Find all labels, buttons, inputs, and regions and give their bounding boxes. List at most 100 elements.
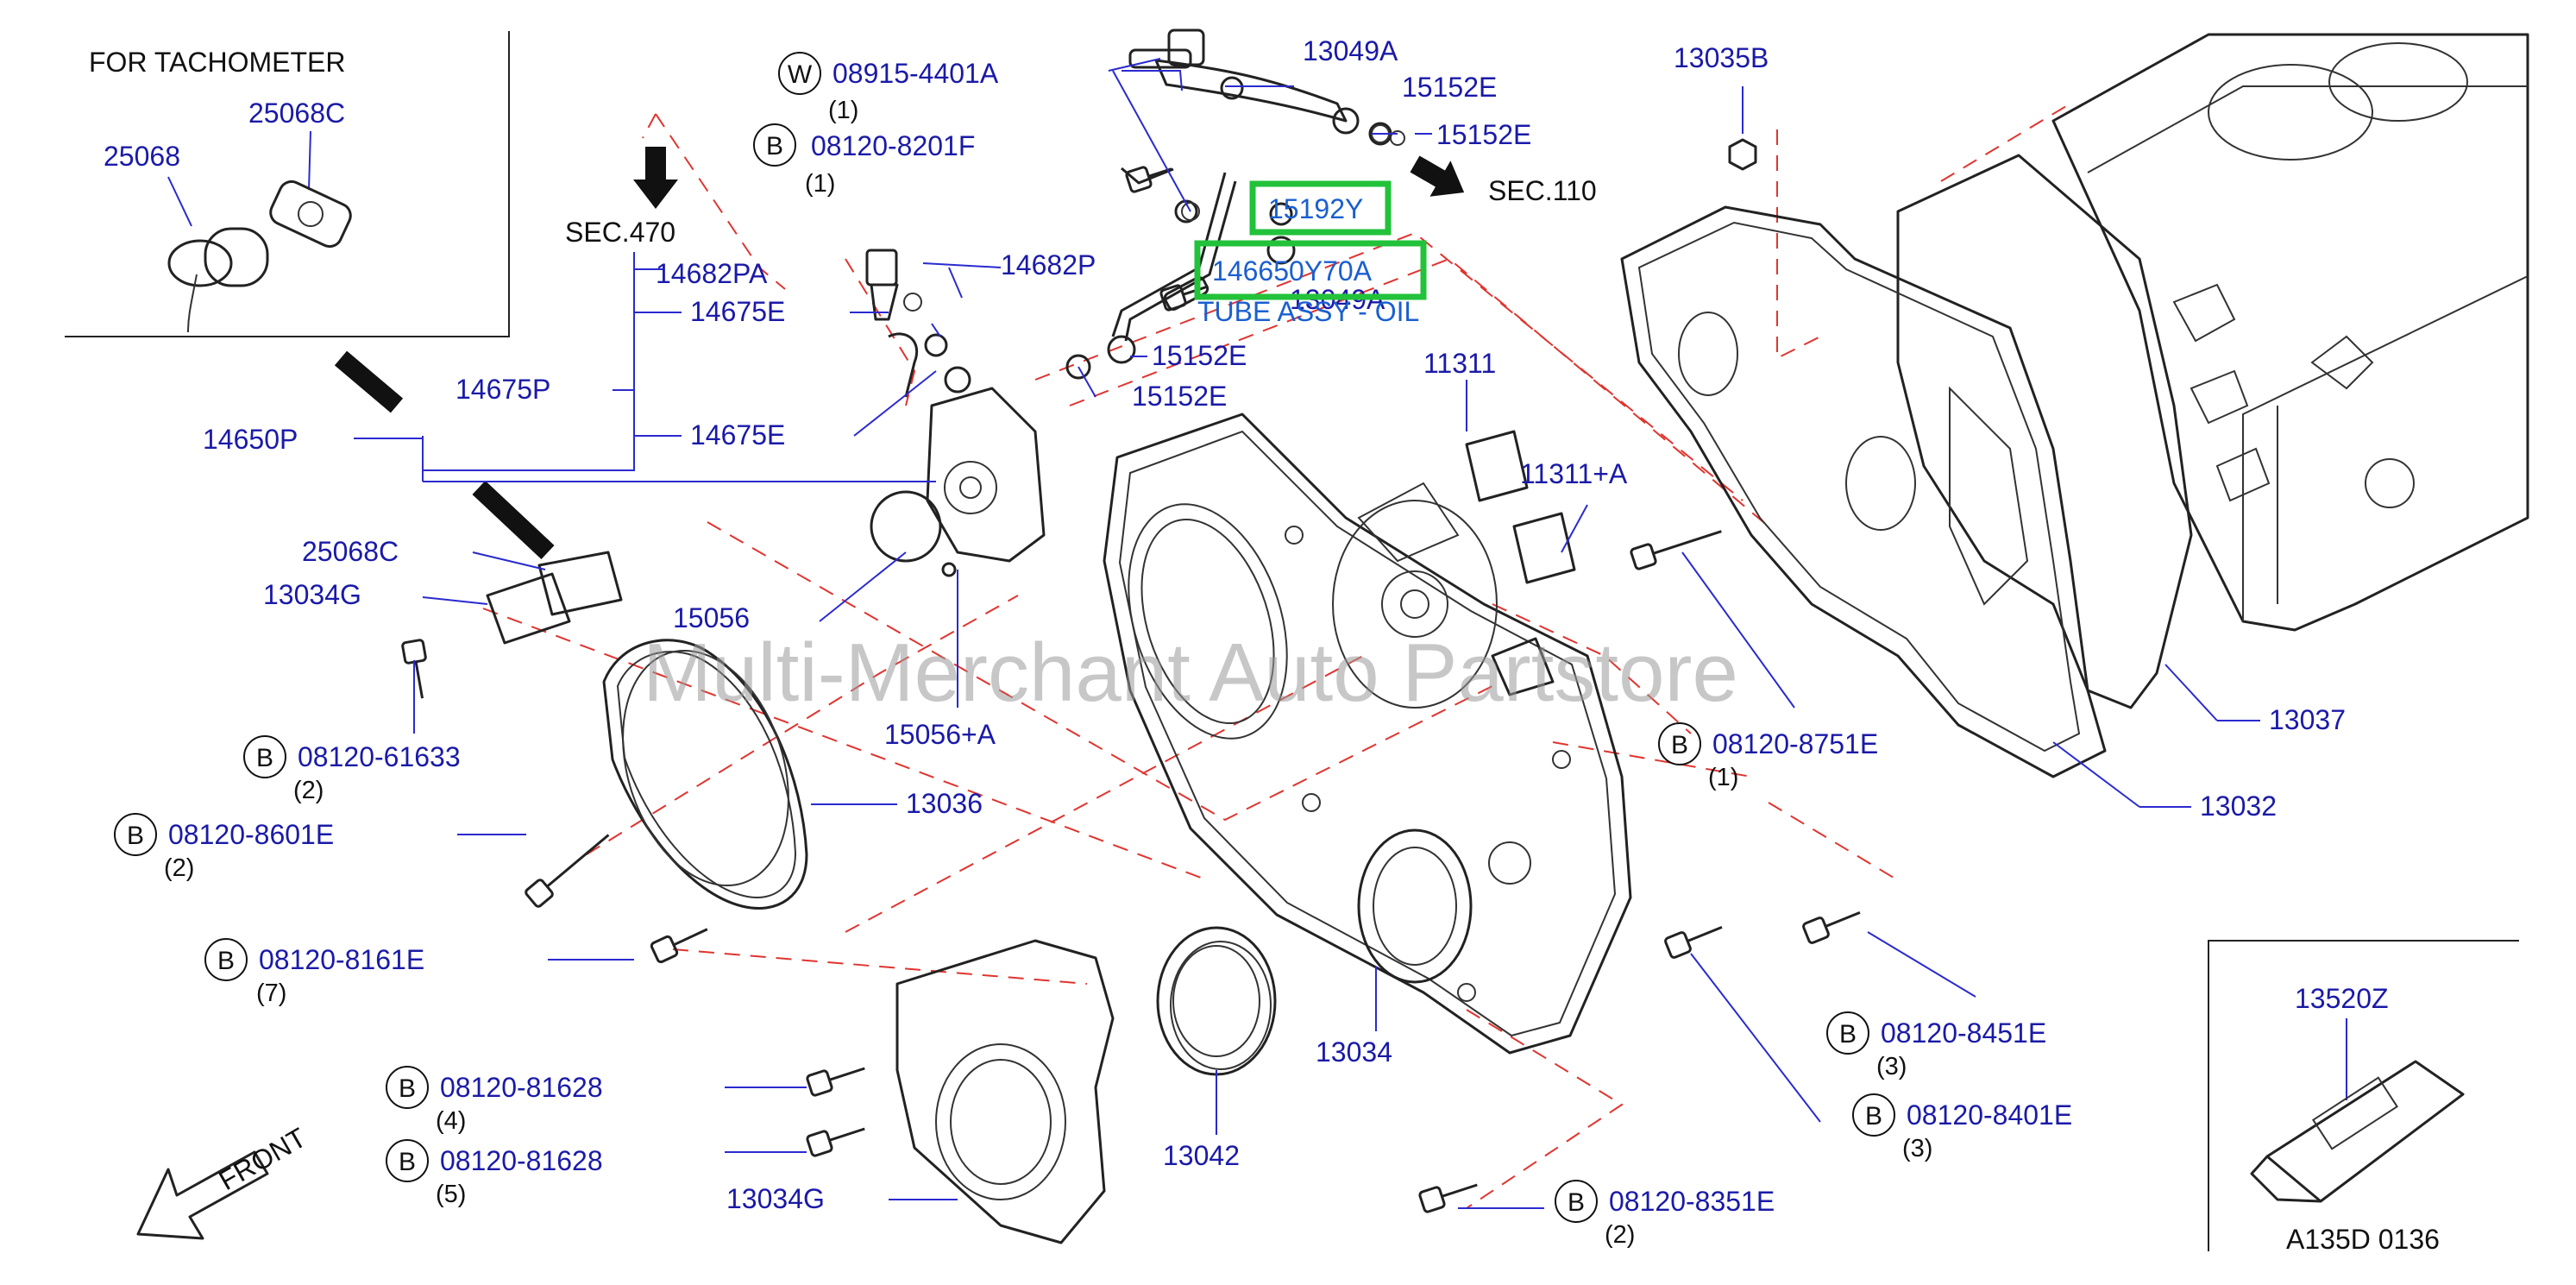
label-13037[interactable]: 13037 <box>2269 704 2346 735</box>
svg-text:B: B <box>1568 1188 1585 1217</box>
gasket-13037 <box>1896 154 2193 709</box>
callout-qty: (3) <box>1902 1135 1932 1162</box>
label-13042[interactable]: 13042 <box>1163 1140 1240 1171</box>
callout-part[interactable]: 08120-8401E <box>1907 1099 2072 1131</box>
callout-part[interactable]: 08120-81628 <box>440 1072 603 1103</box>
callout-qty: (2) <box>293 777 324 804</box>
sec470-label[interactable]: SEC.470 <box>565 217 675 248</box>
callout-c1[interactable]: W 08915-4401A (1) <box>778 52 999 124</box>
svg-text:B: B <box>399 1148 416 1176</box>
highlight-label-2[interactable]: 146650Y70A <box>1212 255 1373 287</box>
label-15152E-2[interactable]: 15152E <box>1436 119 1531 150</box>
callout-qty: (1) <box>1708 764 1738 791</box>
label-13520Z[interactable]: 13520Z <box>2295 983 2389 1014</box>
leader-lines <box>354 58 2260 1209</box>
label-13036[interactable]: 13036 <box>906 788 983 819</box>
callout-part[interactable]: 08120-8601E <box>168 819 334 850</box>
callout-qty: (1) <box>805 170 835 198</box>
label-15152E-1[interactable]: 15152E <box>1402 72 1497 103</box>
label-25068-inset[interactable]: 25068 <box>104 141 180 172</box>
callout-c9[interactable]: B 08120-8451E (3) <box>1826 1011 2046 1080</box>
label-14682P[interactable]: 14682P <box>1001 249 1096 280</box>
callout-c4[interactable]: B 08120-8601E (2) <box>114 813 334 882</box>
callout-c7[interactable]: B 08120-81628 (5) <box>386 1139 603 1208</box>
engine-block <box>2051 33 2529 632</box>
label-13032[interactable]: 13032 <box>2200 791 2277 822</box>
callout-c2[interactable]: B 08120-8201F (1) <box>753 123 975 198</box>
callout-part[interactable]: 08120-8351E <box>1609 1186 1775 1217</box>
cover-13034G <box>895 939 1115 1244</box>
callout-c10[interactable]: B 08120-8401E (3) <box>1852 1093 2072 1162</box>
gasket-inset-shape <box>269 180 352 249</box>
sec110-label[interactable]: SEC.110 <box>1488 175 1597 206</box>
pointer-bar-lower <box>472 480 555 560</box>
callout-part[interactable]: 08120-8751E <box>1712 728 1878 759</box>
callout-qty: (5) <box>436 1181 466 1208</box>
section-arrows: SEC.470 SEC.110 <box>334 147 1597 560</box>
label-14675E-1[interactable]: 14675E <box>690 296 785 327</box>
callout-qty: (2) <box>164 854 194 882</box>
callout-part[interactable]: 08120-8201F <box>811 130 975 161</box>
svg-text:W: W <box>788 60 813 89</box>
front-arrow: FRONT <box>136 1122 311 1240</box>
pointer-bar-upper <box>334 350 404 413</box>
label-15152E-4[interactable]: 15152E <box>1132 381 1227 412</box>
front-label: FRONT <box>214 1122 311 1196</box>
highlight-15192Y[interactable]: 15192Y <box>1249 180 1392 236</box>
label-25068C[interactable]: 25068C <box>302 536 399 567</box>
callout-c11[interactable]: B 08120-8351E (2) <box>1555 1180 1775 1249</box>
callout-c3[interactable]: B 08120-61633 (2) <box>243 735 461 804</box>
callout-part[interactable]: 08120-8451E <box>1881 1017 2046 1049</box>
label-13049A-top[interactable]: 13049A <box>1303 35 1398 66</box>
tube-assy-tooltip: TUBE ASSY - OIL <box>1197 296 1419 327</box>
svg-text:B: B <box>127 822 144 850</box>
label-15056a[interactable]: 15056+A <box>884 719 996 750</box>
label-14675P[interactable]: 14675P <box>456 374 550 405</box>
plate-13032 <box>1620 205 2107 778</box>
label-14675E-2[interactable]: 14675E <box>690 419 785 450</box>
svg-text:B: B <box>1671 731 1688 759</box>
label-15056[interactable]: 15056 <box>673 602 750 633</box>
callout-part[interactable]: 08915-4401A <box>832 58 999 89</box>
gasket-11311 <box>1465 430 1529 502</box>
label-25068C-inset[interactable]: 25068C <box>248 98 345 129</box>
svg-text:B: B <box>766 132 783 161</box>
nut-13035B <box>1728 138 1757 171</box>
label-11311a[interactable]: 11311+A <box>1520 458 1628 489</box>
watermark-text: Multi-Merchant Auto Partstore <box>643 627 1738 719</box>
sensor-inset-flange <box>167 239 233 287</box>
callout-part[interactable]: 08120-8161E <box>259 944 424 975</box>
front-cover-13034 <box>1103 413 1632 1055</box>
svg-text:B: B <box>217 947 235 975</box>
label-14650P[interactable]: 14650P <box>203 424 298 455</box>
callout-qty: (2) <box>1605 1221 1635 1249</box>
callout-c5[interactable]: B 08120-8161E (7) <box>204 938 424 1007</box>
label-13034G-1[interactable]: 13034G <box>263 579 361 610</box>
svg-text:B: B <box>256 744 273 772</box>
svg-text:B: B <box>399 1074 416 1103</box>
inset-title: FOR TACHOMETER <box>89 47 345 78</box>
label-11311[interactable]: 11311 <box>1423 348 1496 379</box>
drawing-code: A135D 0136 <box>2286 1224 2440 1255</box>
callout-c6[interactable]: B 08120-81628 (4) <box>386 1066 603 1135</box>
highlight-label-1[interactable]: 15192Y <box>1268 193 1363 224</box>
label-15152E-3[interactable]: 15152E <box>1152 340 1247 371</box>
assembly-dashed-lines <box>482 103 2071 1209</box>
bolts <box>401 124 1861 1213</box>
gasket-13036 <box>602 639 808 910</box>
gasket-11311a <box>1512 512 1576 584</box>
label-14682PA[interactable]: 14682PA <box>656 258 768 289</box>
oil-seal-13042 <box>1156 926 1277 1076</box>
svg-text:B: B <box>1865 1102 1882 1131</box>
label-13034G-2[interactable]: 13034G <box>726 1183 825 1214</box>
highlight-146650Y70A[interactable]: 146650Y70A <box>1194 240 1427 300</box>
callout-part[interactable]: 08120-81628 <box>440 1145 603 1176</box>
label-13035B[interactable]: 13035B <box>1674 42 1769 73</box>
label-13034[interactable]: 13034 <box>1316 1036 1392 1068</box>
callout-c8[interactable]: B 08120-8751E (1) <box>1658 722 1878 791</box>
callout-qty: (7) <box>256 979 286 1007</box>
callout-part[interactable]: 08120-61633 <box>298 741 461 772</box>
sealant-inset: 13520Z A135D 0136 <box>2208 940 2519 1255</box>
